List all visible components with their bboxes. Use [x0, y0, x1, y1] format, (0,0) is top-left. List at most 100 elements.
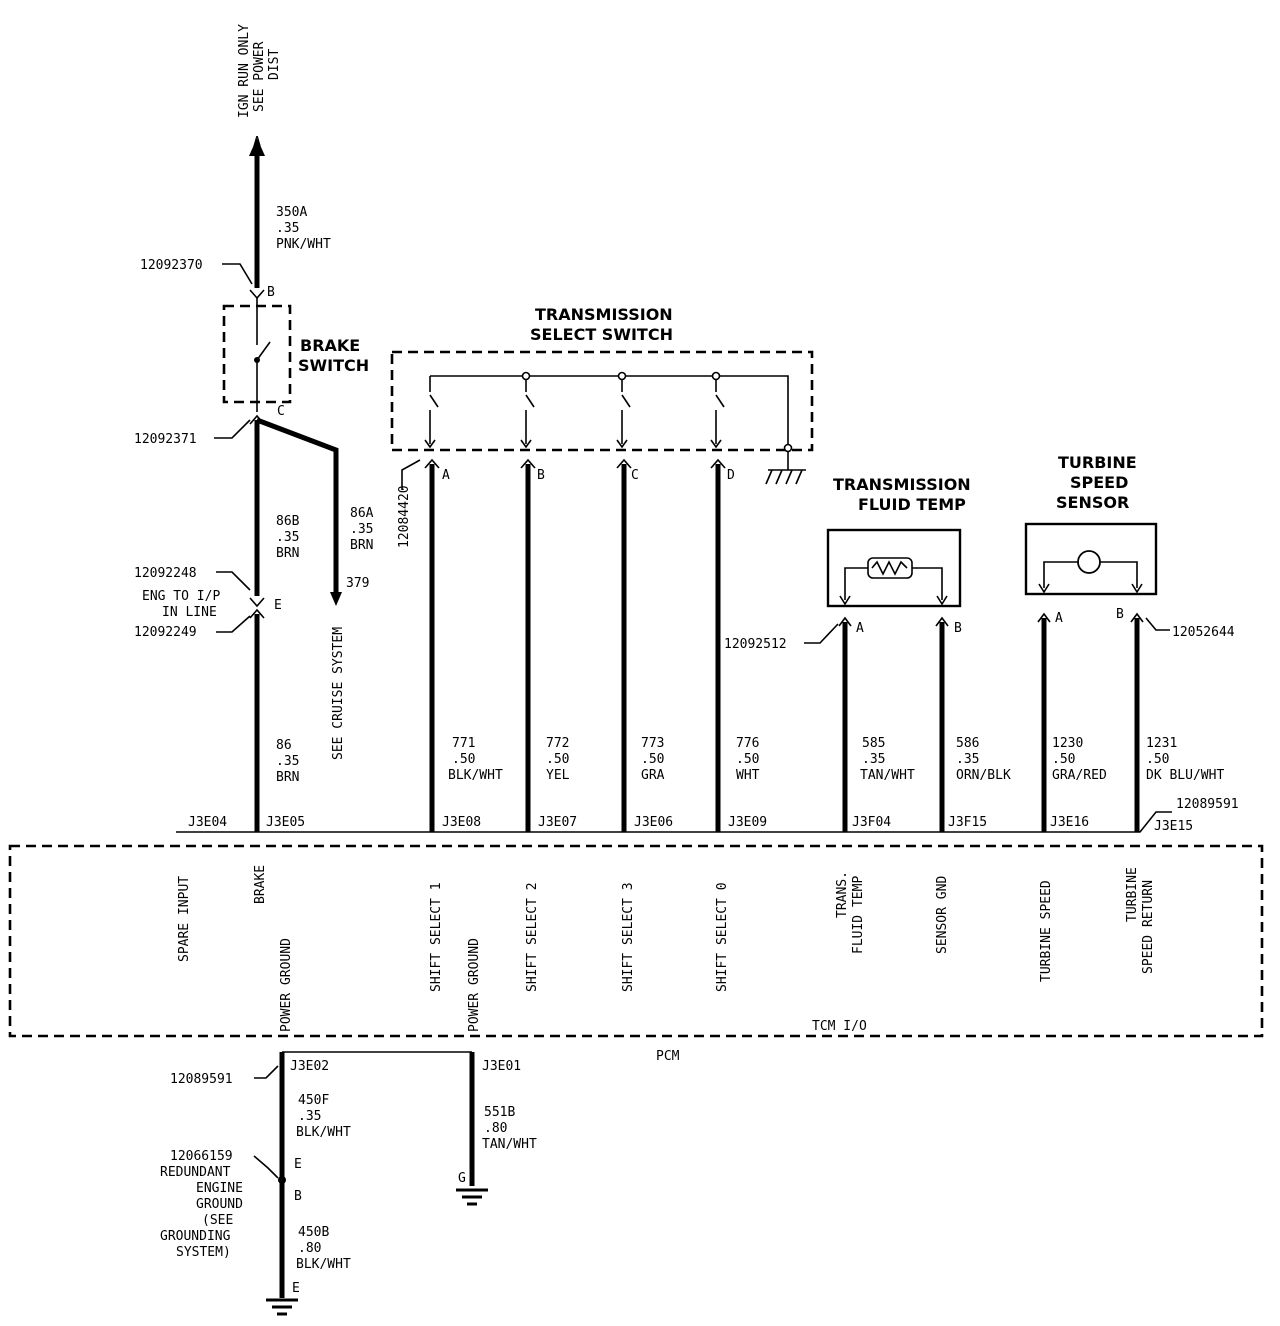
wire-86b-color: BRN — [276, 546, 299, 561]
ground-right: J3E01 551B .80 TAN/WHT G — [456, 1052, 537, 1206]
term-j3e15: J3E15 — [1154, 819, 1193, 834]
wire-1231-color: DK BLU/WHT — [1146, 768, 1224, 783]
wire-585-gauge: .35 — [862, 752, 885, 767]
fluid-temp-title-2: FLUID TEMP — [858, 495, 966, 514]
wire-772-circuit: 772 — [546, 736, 569, 751]
splice-label-5: GROUNDING — [160, 1229, 231, 1244]
ign-label-3: DIST — [267, 49, 282, 80]
turbine-pin-a: A — [1055, 611, 1063, 626]
turbine-sensor: TURBINE SPEED SENSOR A B 12052644 1230 .… — [1024, 453, 1235, 832]
wire-86b-circuit: 86B — [276, 514, 300, 529]
inline-label-2: IN LINE — [162, 605, 217, 620]
select-switch-box — [390, 350, 814, 452]
wire-1230-circuit: 1230 — [1052, 736, 1083, 751]
wire-773-circuit: 773 — [641, 736, 664, 751]
splice-label-6: SYSTEM) — [176, 1245, 231, 1260]
brake-pin-c: C — [277, 404, 285, 419]
ground-left-conn: 12089591 — [170, 1072, 233, 1087]
wire-350a-color: PNK/WHT — [276, 237, 331, 252]
wire-1231-gauge: .50 — [1146, 752, 1169, 767]
term-j3e08: J3E08 — [442, 815, 481, 830]
term-j3e04: J3E04 — [188, 815, 227, 830]
wire-776-color: WHT — [736, 768, 760, 783]
pcm-box — [8, 844, 1264, 1038]
wire-350a-gauge: .35 — [276, 221, 299, 236]
brake-switch-title-2: SWITCH — [298, 356, 369, 375]
splice-label-2: ENGINE — [196, 1181, 243, 1196]
ground-right-icon — [456, 1188, 488, 1206]
wire-450b-color: BLK/WHT — [296, 1257, 351, 1272]
wire-585-circuit: 585 — [862, 736, 885, 751]
ign-arrow-icon — [249, 138, 265, 156]
splice-label-3: GROUND — [196, 1197, 243, 1212]
brake-pin-b: B — [267, 285, 275, 300]
select-pin-a: A — [442, 468, 450, 483]
wire-773-gauge: .50 — [641, 752, 664, 767]
wire-86-color: BRN — [276, 770, 299, 785]
turbine-title-2: SPEED — [1070, 473, 1128, 492]
ground-right-pin: G — [458, 1171, 466, 1186]
ground-left-pin: E — [292, 1281, 300, 1296]
ign-feed: IGN RUN ONLY SEE POWER DIST A 350A .35 P… — [237, 24, 331, 288]
select-switch: TRANSMISSION SELECT SWITCH — [390, 305, 814, 548]
term-j3e07: J3E07 — [538, 815, 577, 830]
wire-86a-color: BRN — [350, 538, 373, 553]
term-j3f04: J3F04 — [852, 815, 891, 830]
wire-1231-circuit: 1231 — [1146, 736, 1177, 751]
turbine-conn: 12052644 — [1172, 625, 1235, 640]
fluid-temp-pin-b: B — [954, 621, 962, 636]
wire-772-gauge: .50 — [546, 752, 569, 767]
term-j3e16: J3E16 — [1050, 815, 1089, 830]
sig-power-ground-2: POWER GROUND — [467, 938, 482, 1032]
sig-trans-fluid-temp-1: TRANS. — [835, 871, 850, 918]
ground-left-icon — [266, 1298, 298, 1316]
pcm-conn-right: 12089591 — [1176, 797, 1239, 812]
select-switch-conn: 12084420 — [397, 485, 412, 548]
select-switch-title-2: SELECT SWITCH — [530, 325, 673, 344]
turbine-title-1: TURBINE — [1058, 453, 1137, 472]
brake-conn-b: 12092370 — [140, 258, 203, 273]
wire-450b-circuit: 450B — [298, 1225, 329, 1240]
wire-771-color: BLK/WHT — [448, 768, 503, 783]
splice-label-1: REDUNDANT — [160, 1165, 231, 1180]
sig-spare-input: SPARE INPUT — [177, 876, 192, 962]
wire-350a-circuit: 350A — [276, 205, 307, 220]
wire-585-color: TAN/WHT — [860, 768, 915, 783]
cruise-arrow-icon — [330, 592, 342, 606]
chassis-ground-icon — [765, 452, 806, 485]
pcm-section-label: TCM I/O — [812, 1019, 867, 1034]
cruise-ref-text: SEE CRUISE SYSTEM — [331, 627, 346, 760]
wire-86-circuit: 86 — [276, 738, 292, 753]
wire-86a-circuit: 86A — [350, 506, 374, 521]
term-j3e01: J3E01 — [482, 1059, 521, 1074]
wire-772-color: YEL — [546, 768, 570, 783]
wire-776-circuit: 776 — [736, 736, 759, 751]
fluid-temp-conn: 12092512 — [724, 637, 787, 652]
fluid-temp-title-1: TRANSMISSION — [833, 475, 971, 494]
wire-86-gauge: .35 — [276, 754, 299, 769]
sig-turbine-return-1: TURBINE — [1125, 867, 1140, 922]
splice-pin-b: B — [294, 1189, 302, 1204]
term-j3f15: J3F15 — [948, 815, 987, 830]
turbine-title-3: SENSOR — [1056, 493, 1129, 512]
splice-pin-e: E — [294, 1157, 302, 1172]
wire-450b-gauge: .80 — [298, 1241, 321, 1256]
pcm-module: SPARE INPUT BRAKE POWER GROUND SHIFT SEL… — [8, 844, 1264, 1064]
splice-label-4: (SEE — [202, 1213, 233, 1228]
wire-86b-gauge: .35 — [276, 530, 299, 545]
wire-1230-gauge: .50 — [1052, 752, 1075, 767]
splice-icon — [278, 1176, 286, 1184]
select-wires: 771 .50 BLK/WHT 772 .50 YEL 773 .50 GRA … — [429, 464, 760, 832]
brake-switch-title-1: BRAKE — [300, 336, 360, 355]
term-j3e06: J3E06 — [634, 815, 673, 830]
select-switch-title-1: TRANSMISSION — [535, 305, 673, 324]
wire-771-circuit: 771 — [452, 736, 475, 751]
wire-586-circuit: 586 — [956, 736, 979, 751]
cruise-page-ref: 379 — [346, 576, 369, 591]
inline-connector: 12092248 ENG TO I/P IN LINE E 12092249 — [134, 566, 282, 640]
wire-551b-color: TAN/WHT — [482, 1137, 537, 1152]
sig-shift-select-3: SHIFT SELECT 3 — [621, 882, 636, 992]
fluid-temp-box — [826, 528, 962, 608]
inline-conn-bottom: 12092249 — [134, 625, 197, 640]
